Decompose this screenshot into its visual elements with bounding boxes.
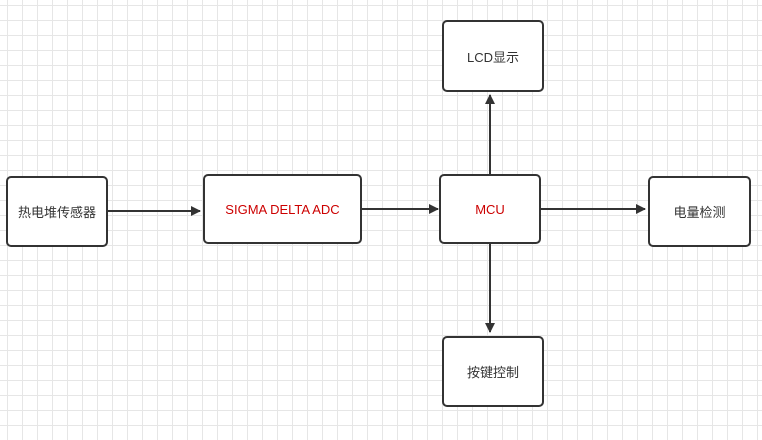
node-label: 电量检测	[673, 205, 726, 220]
node-label: 热电堆传感器	[17, 205, 96, 220]
node-label: SIGMA DELTA ADC	[225, 201, 340, 217]
node-lcd-display[interactable]: LCD显示	[442, 20, 544, 92]
node-sigma-delta-adc[interactable]: SIGMA DELTA ADC	[203, 174, 362, 244]
node-mcu[interactable]: MCU	[439, 174, 541, 244]
node-label: LCD显示	[466, 49, 519, 65]
node-label: 按键控制	[466, 365, 519, 380]
node-key-control[interactable]: 按键控制	[442, 336, 544, 407]
node-power-detection[interactable]: 电量检测	[648, 176, 751, 247]
node-label: MCU	[475, 201, 505, 217]
node-thermopile-sensor[interactable]: 热电堆传感器	[6, 176, 108, 247]
